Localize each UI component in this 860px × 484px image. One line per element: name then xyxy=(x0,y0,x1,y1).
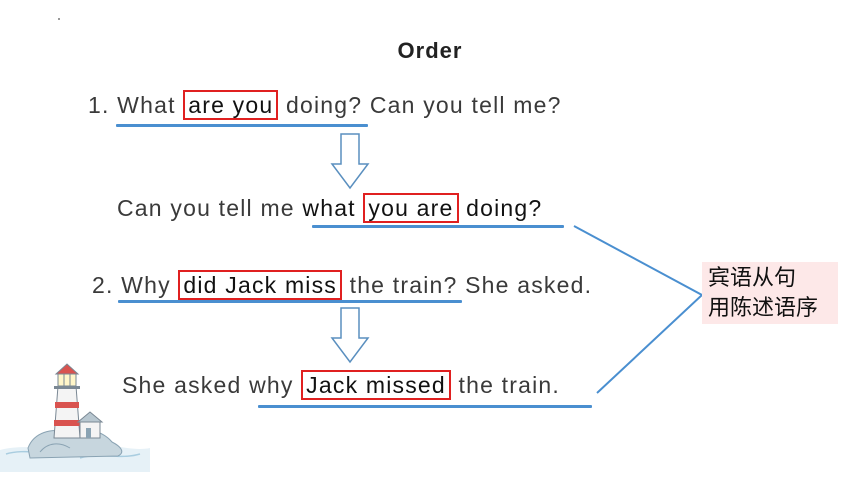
example-1-boxed-phrase: are you xyxy=(183,90,279,120)
example-1-rest: doing? xyxy=(278,92,370,118)
example-1-wh-word: What xyxy=(117,92,184,118)
example-2-boxed-phrase: did Jack miss xyxy=(178,270,343,300)
note-line-2: 用陈述语序 xyxy=(708,296,819,321)
example-2-number: 2. xyxy=(92,272,122,298)
example-2-question: 2. Why did Jack miss the train? She aske… xyxy=(92,270,593,300)
example-1-answer-rest: doing? xyxy=(458,195,543,221)
example-2-wh-word: Why xyxy=(121,272,179,298)
note-line-1: 宾语从句 xyxy=(708,266,797,291)
example-1-underline xyxy=(116,124,368,127)
example-2-main-clause: ? She asked. xyxy=(443,272,593,298)
example-2-answer-main: She asked why xyxy=(122,372,302,398)
example-1-answer-main: Can you tell me xyxy=(117,195,303,221)
example-1-answer-wh: what xyxy=(302,195,364,221)
example-2-answer-underline xyxy=(258,405,592,408)
down-arrow-icon xyxy=(330,133,370,190)
note-box: 宾语从句 用陈述语序 xyxy=(702,262,838,324)
example-1-answer-boxed: you are xyxy=(363,193,459,223)
example-1-answer: Can you tell me what you are doing? xyxy=(117,193,543,223)
example-2-answer-boxed: Jack missed xyxy=(301,370,451,400)
example-1-main-clause: Can you tell me? xyxy=(369,92,562,118)
example-2-object: the train xyxy=(342,272,444,298)
example-1-number: 1. xyxy=(88,92,118,118)
down-arrow-icon xyxy=(330,307,370,364)
example-2-underline xyxy=(118,300,462,303)
example-1-question: 1. What are you doing? Can you tell me? xyxy=(88,90,562,120)
example-1-answer-underline xyxy=(312,225,564,228)
decorative-dot xyxy=(58,18,60,20)
lighthouse-illustration xyxy=(0,363,150,472)
example-2-answer-rest: the train. xyxy=(450,372,560,398)
example-2-answer: She asked why Jack missed the train. xyxy=(122,370,560,400)
slide-title: Order xyxy=(397,38,463,63)
